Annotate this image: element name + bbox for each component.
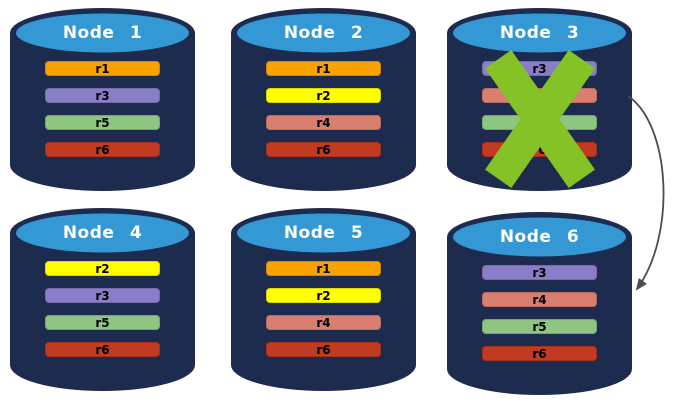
replica-label: r4 — [532, 292, 547, 307]
node-title: Node 6 — [499, 227, 580, 247]
replica-label: r1 — [316, 261, 331, 276]
replica-list: r3 r4 r5 r6 — [482, 265, 597, 373]
replica-label: r2 — [316, 88, 331, 103]
node-5: Node 5 r1 r2 r4 r6 — [231, 206, 416, 396]
node-4: Node 4 r2 r3 r5 r6 — [10, 206, 195, 396]
replica-bar: r6 — [266, 342, 381, 357]
replica-label: r6 — [316, 142, 331, 157]
replica-label: r3 — [532, 61, 547, 76]
replica-bar: r6 — [45, 142, 160, 157]
replica-bar: r4 — [482, 292, 597, 307]
node-title: Node 2 — [283, 23, 364, 43]
replica-bar: r3 — [482, 265, 597, 280]
node-title: Node 1 — [62, 23, 143, 43]
replica-bar: r5 — [482, 319, 597, 334]
replica-bar: r4 — [266, 315, 381, 330]
replica-label: r3 — [95, 288, 110, 303]
replica-list: r1 r3 r5 r6 — [45, 61, 160, 169]
replica-bar: r3 — [45, 288, 160, 303]
replica-bar: r6 — [266, 142, 381, 157]
replica-label: r2 — [316, 288, 331, 303]
node-2: Node 2 r1 r2 r4 r6 — [231, 6, 416, 196]
replica-label: r6 — [316, 342, 331, 357]
replica-label: r5 — [95, 315, 110, 330]
replica-bar: r5 — [45, 115, 160, 130]
replica-list: r1 r2 r4 r6 — [266, 61, 381, 169]
replica-bar: r5 — [45, 315, 160, 330]
replica-bar: r4 — [266, 115, 381, 130]
failure-x-icon — [485, 50, 595, 188]
replica-bar: r1 — [266, 61, 381, 76]
replica-bar: r2 — [45, 261, 160, 276]
replica-bar: r1 — [45, 61, 160, 76]
replica-bar: r3 — [45, 88, 160, 103]
replica-bar: r2 — [266, 88, 381, 103]
node-1: Node 1 r1 r3 r5 r6 — [10, 6, 195, 196]
replica-label: r6 — [532, 346, 547, 361]
replica-label: r5 — [95, 115, 110, 130]
replica-label: r5 — [532, 319, 547, 334]
node-title: Node 4 — [62, 223, 143, 243]
replica-bar: r6 — [482, 346, 597, 361]
replica-list: r2 r3 r5 r6 — [45, 261, 160, 369]
replica-label: r3 — [95, 88, 110, 103]
node-title: Node 3 — [499, 23, 580, 43]
replica-label: r4 — [316, 115, 331, 130]
replica-bar: r2 — [266, 288, 381, 303]
replica-label: r1 — [316, 61, 331, 76]
replica-bar: r1 — [266, 261, 381, 276]
replica-label: r4 — [316, 315, 331, 330]
replica-label: r3 — [532, 265, 547, 280]
replica-list: r1 r2 r4 r6 — [266, 261, 381, 369]
node-6: Node 6 r3 r4 r5 r6 — [447, 210, 632, 400]
replica-bar: r6 — [45, 342, 160, 357]
node-title: Node 5 — [283, 223, 364, 243]
replica-label: r2 — [95, 261, 110, 276]
node-3: Node 3 r3 r4 r5 r6 — [447, 6, 632, 196]
replica-label: r1 — [95, 61, 110, 76]
replica-label: r6 — [95, 142, 110, 157]
replica-label: r6 — [95, 342, 110, 357]
